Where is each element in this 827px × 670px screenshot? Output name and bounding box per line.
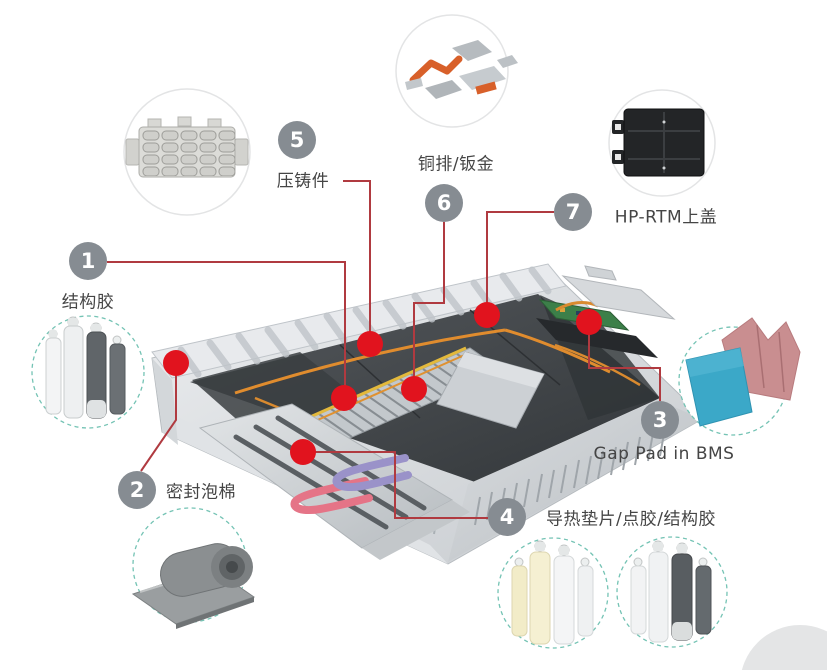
callout-badge-6: 6 xyxy=(425,184,463,222)
connector-6 xyxy=(413,222,445,389)
connector-2 xyxy=(140,365,177,472)
callout-badge-1: 1 xyxy=(69,242,107,280)
marker-dot-hp-rtm xyxy=(474,302,500,328)
die-cast-part-icon xyxy=(125,116,249,178)
gap-pad-sheets-icon xyxy=(685,317,801,427)
exposed-cell-module xyxy=(285,346,545,452)
cartridge-set-light-icon xyxy=(511,540,594,645)
thumbnail-hp-rtm xyxy=(608,89,716,197)
cooling-plate xyxy=(198,403,470,560)
marker-dots xyxy=(163,302,602,465)
connector-lines xyxy=(107,180,661,519)
sealing-foam-roll-icon xyxy=(131,543,256,629)
busbar-sheet-metal-icon xyxy=(405,40,518,99)
marker-dot-structural-adhesive xyxy=(331,385,357,411)
sample-cartridges-dark xyxy=(616,536,728,648)
corner-blob xyxy=(741,625,827,670)
marker-dot-gap-pad xyxy=(576,309,602,335)
connector-1 xyxy=(107,261,346,398)
connector-5 xyxy=(343,180,371,344)
connector-4 xyxy=(305,451,488,519)
label-structural-adhesive: 结构胶 xyxy=(61,292,115,313)
sample-cartridges-light xyxy=(497,537,609,649)
marker-dot-sealing-foam xyxy=(163,350,189,376)
label-die-cast: 压铸件 xyxy=(276,171,330,192)
label-sealing-foam: 密封泡棉 xyxy=(166,482,236,503)
marker-dot-die-cast xyxy=(357,331,383,357)
marker-dot-thermal-pad xyxy=(290,439,316,465)
cartridge-set-dark-icon xyxy=(630,540,712,643)
sample-structural-adhesive xyxy=(31,315,145,429)
sample-sealing-foam xyxy=(131,507,256,629)
marker-dot-busbar xyxy=(401,376,427,402)
label-gap-pad: Gap Pad in BMS xyxy=(593,444,735,464)
callout-badge-5: 5 xyxy=(278,121,316,159)
callout-badge-7: 7 xyxy=(554,193,592,231)
thumbnail-die-cast xyxy=(123,88,251,216)
adhesive-cartridges-icon xyxy=(45,316,126,419)
label-thermal-pad: 导热垫片/点胶/结构胶 xyxy=(546,509,716,530)
label-busbar: 铜排/钣金 xyxy=(417,154,495,175)
label-hp-rtm: HP-RTM上盖 xyxy=(614,207,718,228)
connector-3 xyxy=(588,324,661,401)
left-wall xyxy=(152,358,178,445)
thumbnail-busbar xyxy=(395,14,518,128)
callout-badge-2: 2 xyxy=(118,471,156,509)
hp-rtm-cover-icon xyxy=(612,108,705,177)
callout-badge-3: 3 xyxy=(641,401,679,439)
coolant-tubes xyxy=(290,454,412,515)
corrugated-cover xyxy=(151,263,567,379)
callout-badge-4: 4 xyxy=(488,498,526,536)
sample-gap-pad xyxy=(678,317,801,436)
connector-7 xyxy=(486,211,554,315)
